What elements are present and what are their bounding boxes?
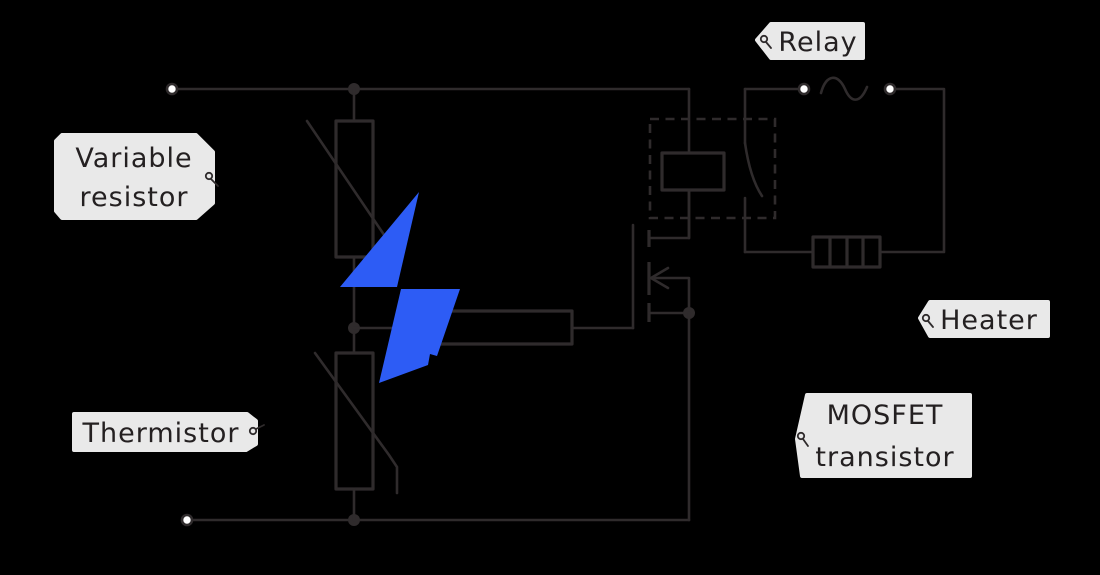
bolt-upper-half <box>340 192 419 287</box>
label-heater: Heater <box>918 300 1050 338</box>
label-mosfet-box <box>795 393 972 478</box>
relay-dashed-box <box>648 117 777 220</box>
variable-resistor-arrow-shaft <box>305 119 397 253</box>
gate-resistor-body <box>431 309 574 346</box>
ac-terminal-left <box>797 82 811 96</box>
ac-sine-icon <box>819 76 869 101</box>
mosfet-arrowhead <box>649 266 670 290</box>
label-thermistor: Thermistor <box>72 412 265 452</box>
mosfet-symbol <box>631 188 695 522</box>
ac-terminal-right <box>883 82 897 96</box>
supply-terminal-top <box>165 82 179 96</box>
label-relay-text: Relay <box>778 27 857 58</box>
heater-dividers <box>828 237 865 267</box>
label-variable-resistor-box <box>54 133 215 220</box>
label-variable-resistor-line2: resistor <box>80 182 189 213</box>
mains-right-wire <box>878 87 946 254</box>
relay-symbol <box>648 87 777 254</box>
relay-switch-blade <box>743 141 764 198</box>
label-heater-pin <box>921 313 931 323</box>
label-variable-resistor-pin <box>204 171 214 181</box>
label-relay-box <box>755 22 865 60</box>
label-thermistor-text: Thermistor <box>82 418 240 449</box>
bolt-lower-half <box>379 289 460 383</box>
label-relay-tail <box>765 41 772 49</box>
lightning-bolt-icon <box>340 192 460 383</box>
label-heater-box <box>918 300 1050 338</box>
label-variable-resistor-tail <box>210 178 219 187</box>
label-variable-resistor-line1: Variable <box>75 143 192 174</box>
thermistor-symbol <box>313 351 399 522</box>
label-relay-pin <box>759 34 769 44</box>
thermistor-stroke <box>313 351 399 495</box>
label-heater-text: Heater <box>940 305 1038 336</box>
thermistor-body <box>334 351 375 491</box>
relay-coil <box>660 151 726 192</box>
label-variable-resistor: Variable resistor <box>54 133 219 220</box>
heater-symbol <box>811 235 882 269</box>
label-mosfet: MOSFET transistor <box>795 393 972 478</box>
label-mosfet-line1: MOSFET <box>827 400 944 431</box>
mains-circuit <box>743 76 946 269</box>
label-mosfet-pin <box>796 431 806 441</box>
variable-resistor-symbol <box>305 87 401 259</box>
supply-terminal-bottom <box>180 513 194 527</box>
label-relay: Relay <box>755 22 865 60</box>
label-heater-tail <box>927 320 934 328</box>
label-mosfet-tail <box>802 438 809 447</box>
label-mosfet-line2: transistor <box>815 442 954 473</box>
mosfet-drain-lead <box>647 188 691 240</box>
label-thermistor-box <box>72 412 258 452</box>
label-thermistor-tail <box>255 424 265 430</box>
low-voltage-circuit <box>165 82 695 527</box>
label-thermistor-pin <box>248 426 258 436</box>
